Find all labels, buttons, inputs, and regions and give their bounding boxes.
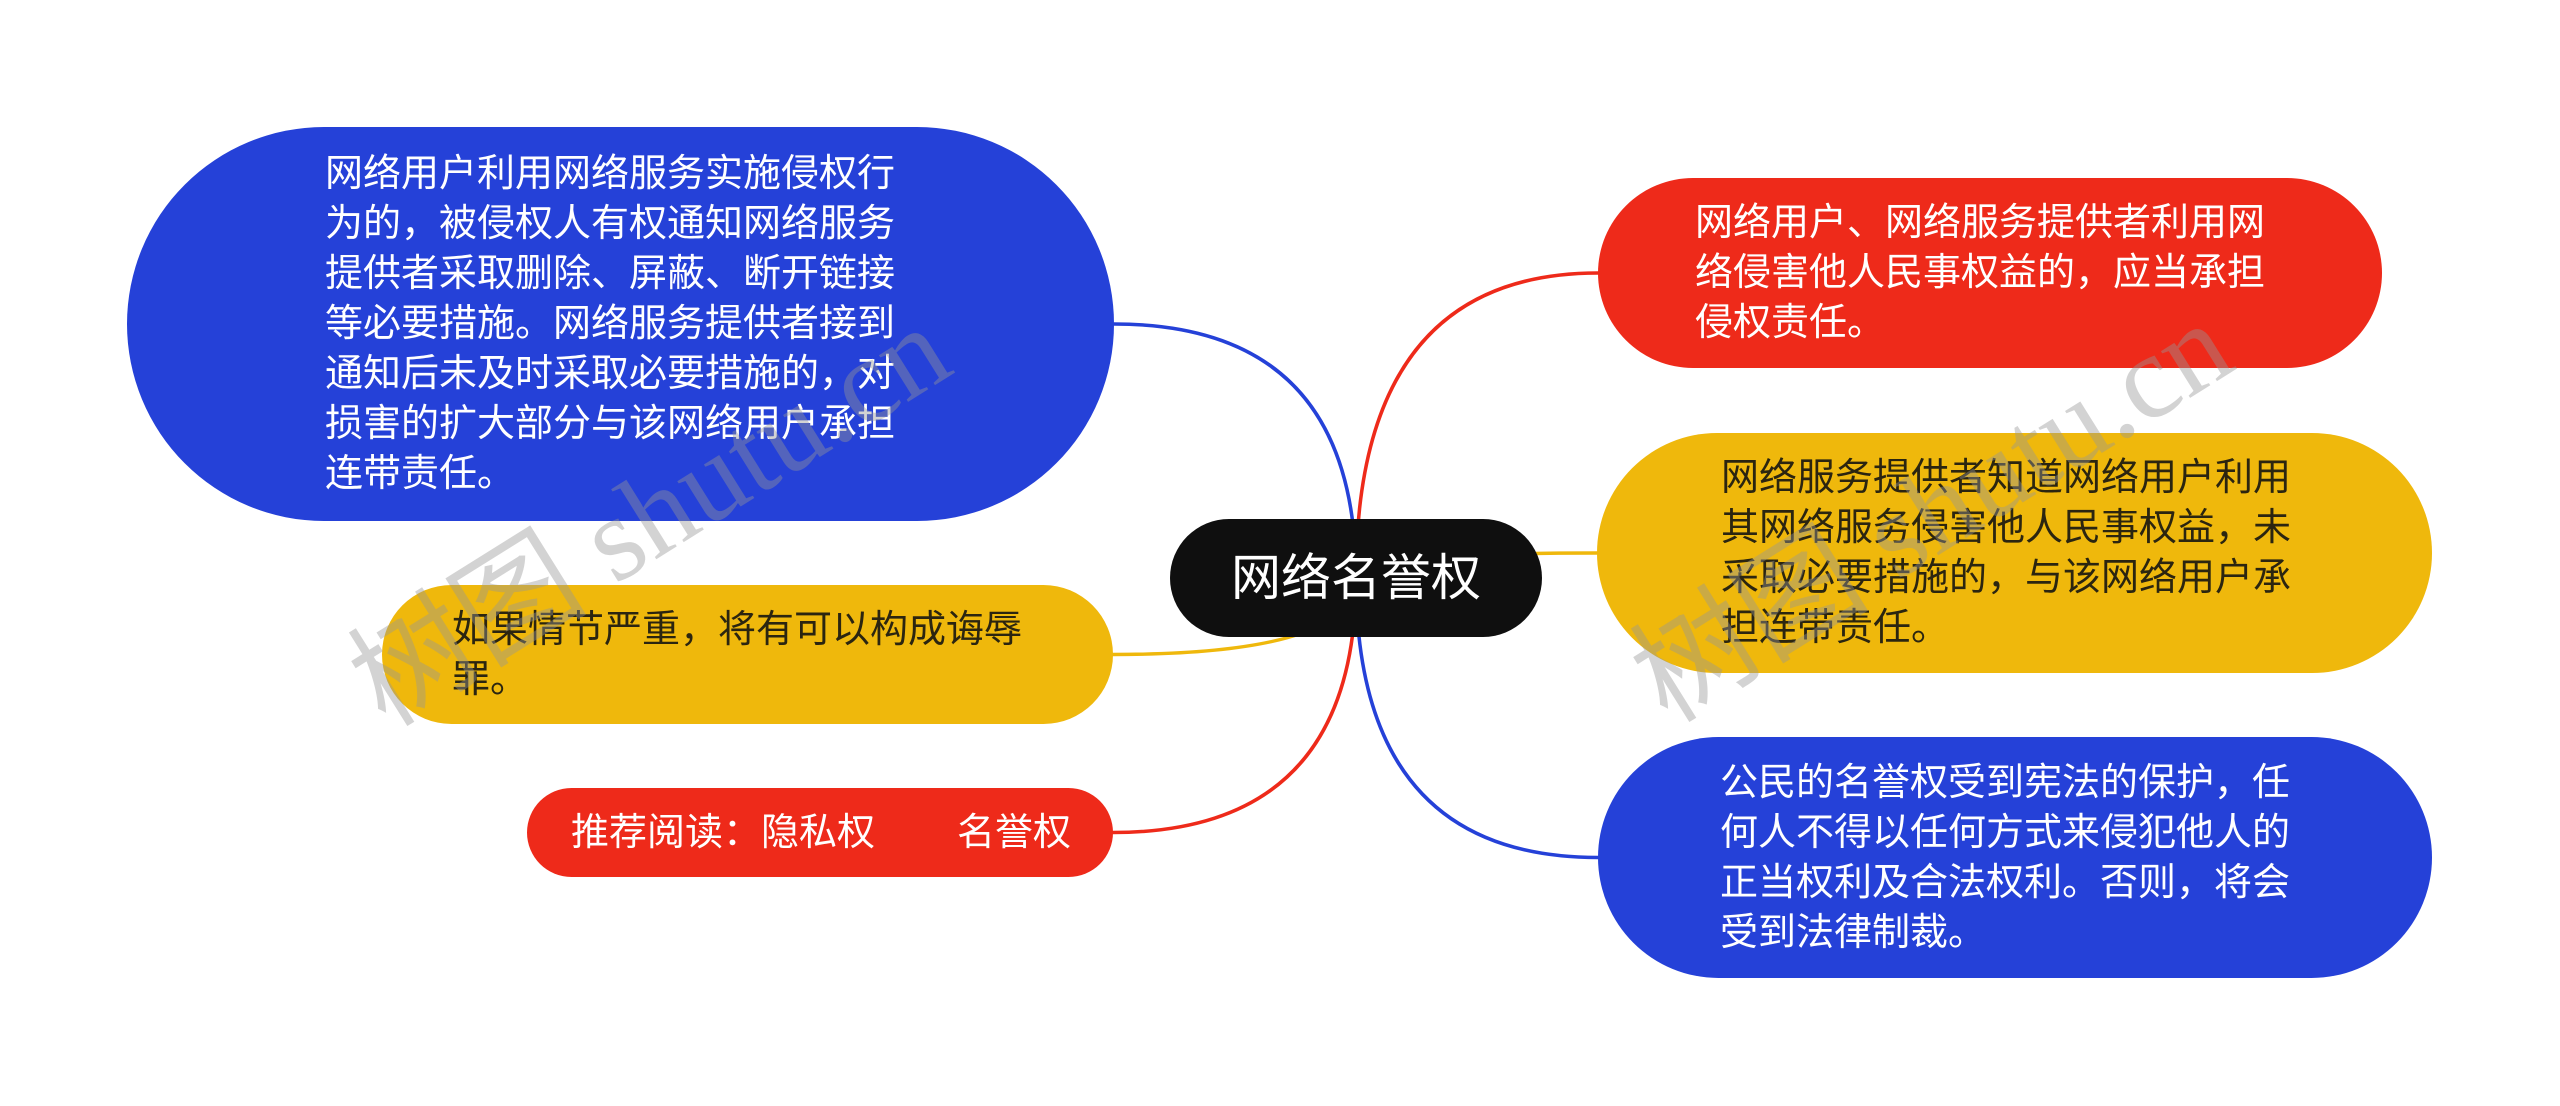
topic-line: 如果情节严重，将有可以构成诲辱 xyxy=(452,608,1023,651)
connector-network-service-notice xyxy=(1112,322,1358,580)
topic-recommended-reading[interactable]: 推荐阅读： 隐私权 名誉权 xyxy=(527,788,1113,877)
topic-line: 罪。 xyxy=(452,658,529,701)
topic-line: 正当权利及合法权利。否则，将会 xyxy=(1720,861,2291,904)
topic-text: 网络用户、网络服务提供者利用网 络侵害他人民事权益的，应当承担 侵权责任。 xyxy=(1695,198,2265,348)
topic-line: 担连带责任。 xyxy=(1721,607,1950,649)
topic-constitutional-protection[interactable]: 公民的名誉权受到宪法的保护，任 何人不得以任何方式来侵犯他人的 正当权利及合法权… xyxy=(1598,737,2432,978)
topic-line: 网络用户利用网络服务实施侵权行 xyxy=(325,153,896,195)
topic-text: 网络用户利用网络服务实施侵权行 为的，被侵权人有权通知网络服务 提供者采取删除、… xyxy=(325,149,895,499)
connector-recommended-reading xyxy=(1111,576,1358,835)
topic-line: 网络用户、网络服务提供者利用网 xyxy=(1695,202,2266,244)
topic-joint-liability[interactable]: 网络服务提供者知道网络用户利用 其网络服务侵害他人民事权益，未 采取必要措施的，… xyxy=(1597,433,2432,673)
topic-line: 提供者采取删除、屏蔽、断开链接 xyxy=(325,253,896,295)
topic-line: 通知后未及时采取必要措施的，对 xyxy=(325,353,896,395)
connector-tort-liability xyxy=(1354,271,1600,580)
root-topic[interactable]: 网络名誉权 xyxy=(1170,519,1542,637)
topic-text: 网络服务提供者知道网络用户利用 其网络服务侵害他人民事权益，未 采取必要措施的，… xyxy=(1721,453,2291,653)
topic-line: 网络服务提供者知道网络用户利用 xyxy=(1721,457,2292,499)
topic-line: 为的，被侵权人有权通知网络服务 xyxy=(325,203,896,245)
topic-network-service-notice[interactable]: 网络用户利用网络服务实施侵权行 为的，被侵权人有权通知网络服务 提供者采取删除、… xyxy=(127,127,1114,521)
topic-serious-insult-crime[interactable]: 如果情节严重，将有可以构成诲辱 罪。 xyxy=(382,585,1113,724)
topic-line: 侵权责任。 xyxy=(1695,302,1886,344)
topic-line: 公民的名誉权受到宪法的保护，任 xyxy=(1720,761,2291,804)
topic-text: 如果情节严重，将有可以构成诲辱 罪。 xyxy=(452,605,1022,705)
topic-line: 损害的扩大部分与该网络用户承担 xyxy=(325,403,896,445)
recommended-reading-prefix: 推荐阅读： xyxy=(571,811,762,854)
root-topic-label: 网络名誉权 xyxy=(1231,550,1481,606)
topic-line: 何人不得以任何方式来侵犯他人的 xyxy=(1720,811,2291,854)
topic-line: 其网络服务侵害他人民事权益，未 xyxy=(1721,507,2292,549)
topic-line: 连带责任。 xyxy=(325,453,516,495)
recommended-reading-row: 推荐阅读： 隐私权 名誉权 xyxy=(571,808,1071,858)
topic-line: 受到法律制裁。 xyxy=(1720,911,1987,954)
link-privacy-right[interactable]: 隐私权 xyxy=(761,811,876,854)
connector-constitutional-protection xyxy=(1354,576,1600,860)
topic-line: 等必要措施。网络服务提供者接到 xyxy=(325,303,896,345)
topic-tort-liability[interactable]: 网络用户、网络服务提供者利用网 络侵害他人民事权益的，应当承担 侵权责任。 xyxy=(1598,178,2382,368)
topic-text: 公民的名誉权受到宪法的保护，任 何人不得以任何方式来侵犯他人的 正当权利及合法权… xyxy=(1720,758,2290,958)
topic-line: 采取必要措施的，与该网络用户承 xyxy=(1721,557,2292,599)
link-reputation-right[interactable]: 名誉权 xyxy=(957,811,1072,854)
topic-line: 络侵害他人民事权益的，应当承担 xyxy=(1695,252,2266,294)
